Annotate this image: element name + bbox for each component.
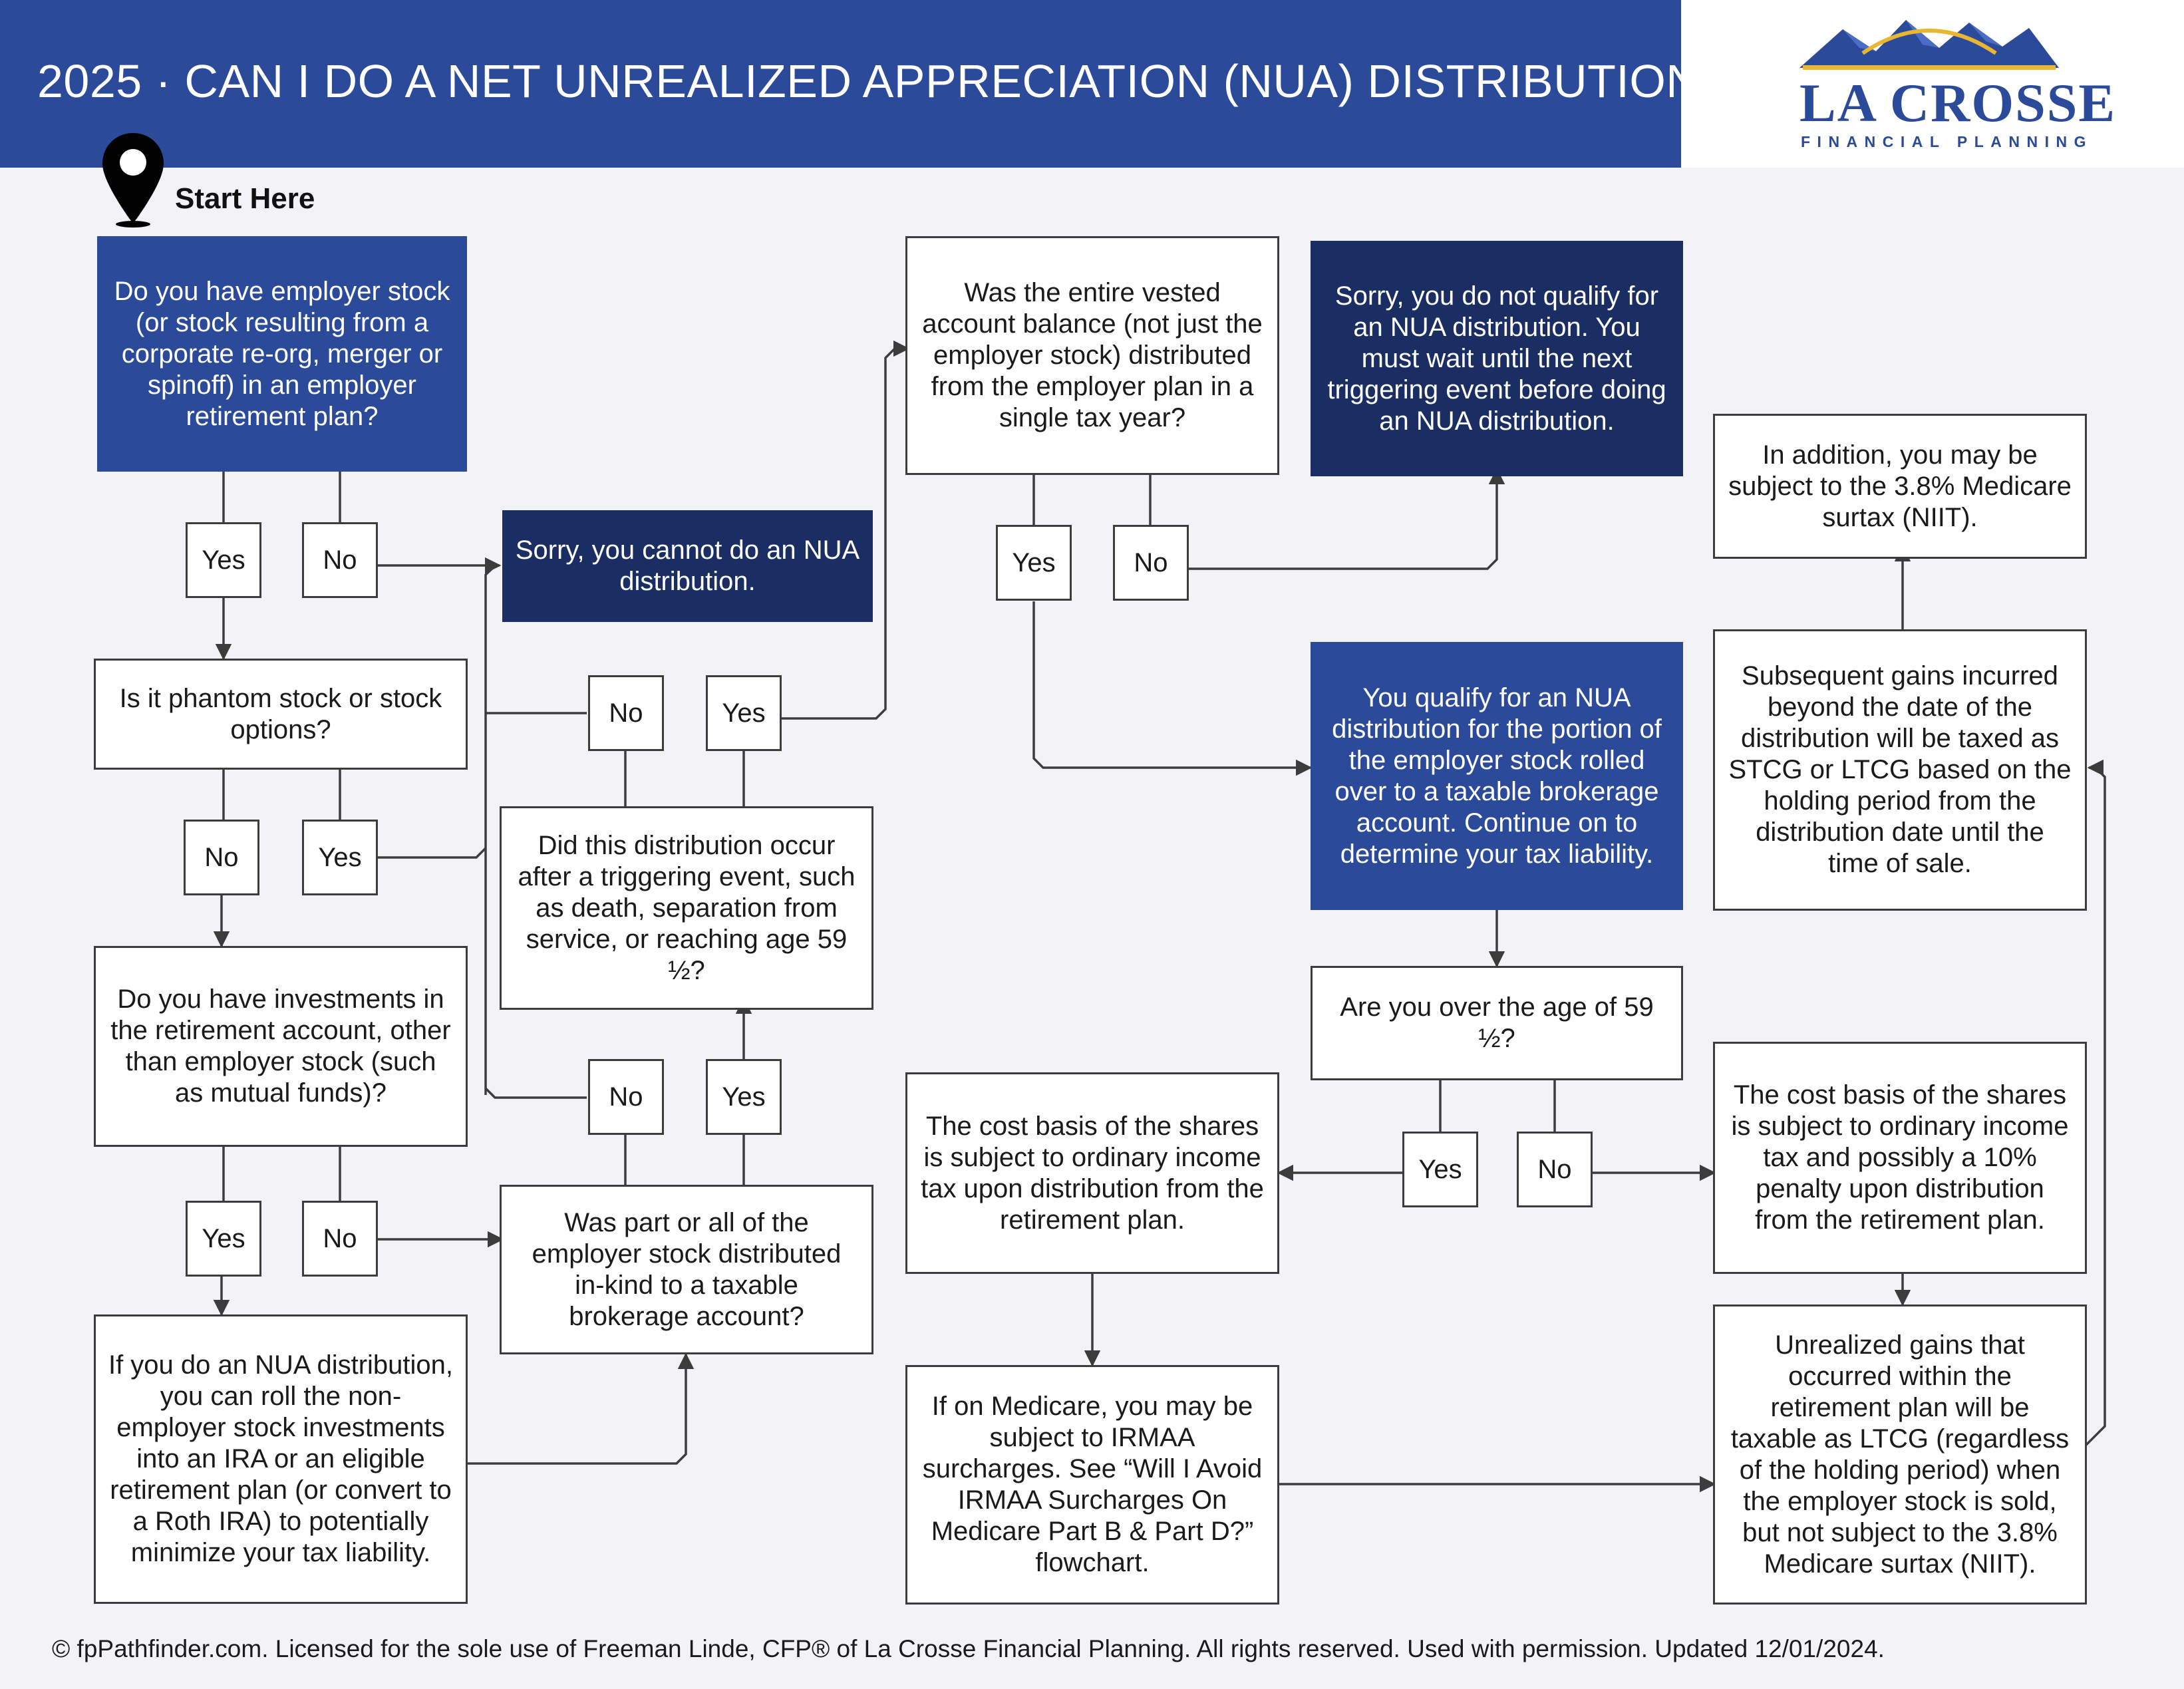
page-title: 2025 · CAN I DO A NET UNREALIZED APPRECI… bbox=[37, 55, 1726, 107]
outcome-roll-non-employer: If you do an NUA distribution, you can r… bbox=[94, 1314, 468, 1604]
answer-no: No bbox=[1517, 1132, 1593, 1207]
answer-yes: Yes bbox=[186, 1201, 261, 1277]
answer-no: No bbox=[588, 675, 664, 751]
question-entire-balance: Was the entire vested account balance (n… bbox=[905, 236, 1279, 475]
answer-yes: Yes bbox=[706, 675, 782, 751]
start-here-label: Start Here bbox=[175, 182, 315, 215]
answer-yes: Yes bbox=[706, 1059, 782, 1135]
outcome-qualify: You qualify for an NUA distribution for … bbox=[1311, 642, 1683, 910]
answer-yes: Yes bbox=[186, 522, 261, 598]
header-bar bbox=[0, 0, 1681, 168]
bridge-mountains-logo-icon bbox=[1799, 20, 2059, 70]
logo-panel bbox=[1681, 0, 2184, 168]
question-in-kind-distribution: Was part or all of the employer stock di… bbox=[500, 1185, 873, 1354]
question-over-age: Are you over the age of 59 ½? bbox=[1311, 966, 1683, 1080]
copyright-footer: © fpPathfinder.com. Licensed for the sol… bbox=[52, 1635, 1885, 1662]
question-employer-stock: Do you have employer stock (or stock res… bbox=[97, 236, 467, 472]
answer-no: No bbox=[302, 1201, 378, 1277]
outcome-medicare-irmaa: If on Medicare, you may be subject to IR… bbox=[905, 1365, 1279, 1605]
answer-yes: Yes bbox=[302, 820, 378, 895]
outcome-cost-basis-ordinary: The cost basis of the shares is subject … bbox=[905, 1072, 1279, 1274]
answer-no: No bbox=[184, 820, 259, 895]
logo-name: LA CROSSE bbox=[1799, 73, 2117, 133]
outcome-subsequent-gains: Subsequent gains incurred beyond the dat… bbox=[1713, 629, 2087, 911]
question-phantom-stock: Is it phantom stock or stock options? bbox=[94, 659, 468, 770]
answer-no: No bbox=[1113, 525, 1189, 601]
outcome-cost-basis-penalty: The cost basis of the shares is subject … bbox=[1713, 1042, 2087, 1274]
answer-no: No bbox=[588, 1059, 664, 1135]
map-pin-icon bbox=[102, 133, 164, 228]
logo-subtitle: FINANCIAL PLANNING bbox=[1801, 133, 2094, 150]
question-other-investments: Do you have investments in the retiremen… bbox=[94, 946, 468, 1147]
answer-yes: Yes bbox=[1402, 1132, 1478, 1207]
answer-no: No bbox=[302, 522, 378, 598]
outcome-sorry-wait: Sorry, you do not qualify for an NUA dis… bbox=[1311, 241, 1683, 476]
outcome-unrealized-gains: Unrealized gains that occurred within th… bbox=[1713, 1305, 2087, 1605]
outcome-niit: In addition, you may be subject to the 3… bbox=[1713, 414, 2087, 559]
answer-yes: Yes bbox=[996, 525, 1072, 601]
outcome-sorry-cannot: Sorry, you cannot do an NUA distribution… bbox=[502, 510, 873, 622]
question-triggering-event: Did this distribution occur after a trig… bbox=[500, 806, 873, 1010]
